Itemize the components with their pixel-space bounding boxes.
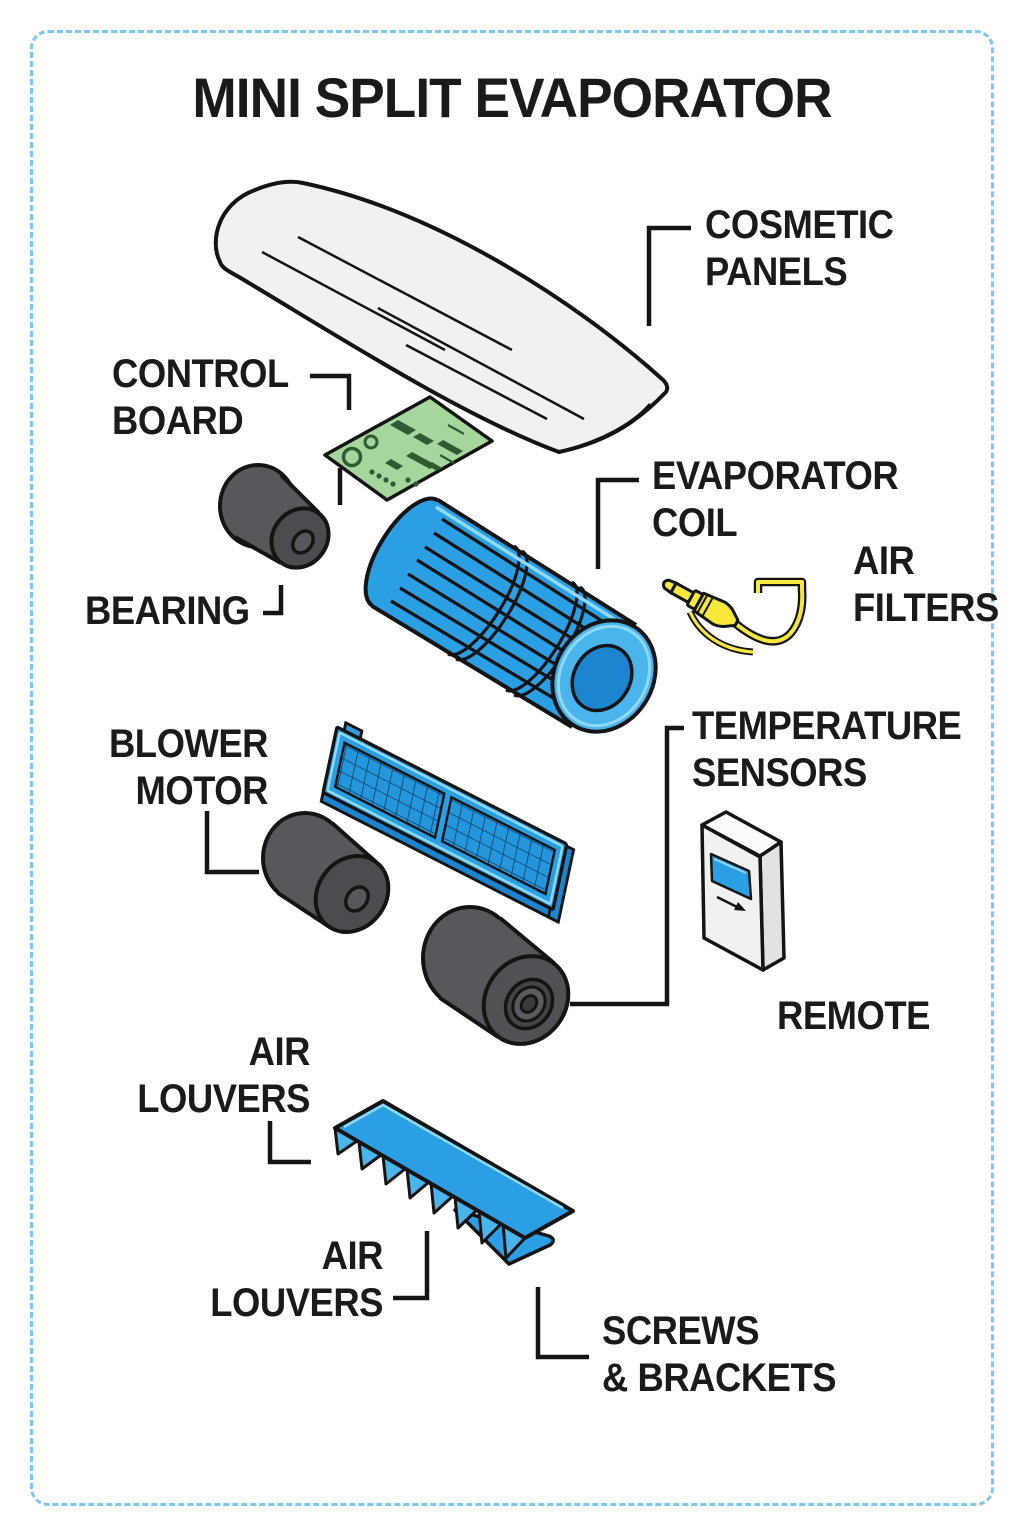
bearing-drawing bbox=[218, 463, 331, 570]
leader-lines bbox=[204, 225, 691, 1360]
leader-control-board bbox=[310, 373, 352, 410]
label-evaporator-coil: EVAPORATOR COIL bbox=[652, 454, 899, 545]
page-title: MINI SPLIT EVAPORATOR bbox=[192, 66, 832, 129]
leader-cosmetic-panels bbox=[646, 225, 691, 326]
leader-air-louvers-top bbox=[267, 1121, 311, 1165]
leader-bearing bbox=[263, 585, 284, 616]
label-cosmetic-panels: COSMETIC PANELS bbox=[705, 203, 894, 294]
label-bearing: BEARING bbox=[85, 589, 250, 633]
leader-screws-brackets bbox=[535, 1287, 589, 1360]
air-louver-drawing bbox=[333, 1099, 575, 1266]
leader-blower-motor bbox=[204, 811, 259, 875]
blower-motor-drawing bbox=[261, 811, 391, 934]
fan-motor-drawing bbox=[421, 905, 571, 1046]
label-air-louvers-top: AIR LOUVERS bbox=[137, 1030, 310, 1121]
label-control-board: CONTROL BOARD bbox=[112, 352, 289, 443]
label-air-filters: AIR FILTERS bbox=[853, 539, 999, 630]
remote-drawing bbox=[700, 810, 786, 972]
pcb-components bbox=[341, 420, 465, 487]
label-remote: REMOTE bbox=[777, 994, 930, 1038]
panel-streak-lines bbox=[261, 235, 585, 421]
leader-air-louvers-bottom bbox=[393, 1231, 430, 1301]
louver-top-blade bbox=[333, 1099, 575, 1240]
remote-arrow bbox=[734, 902, 746, 911]
temperature-sensor-probe-drawing bbox=[661, 577, 807, 656]
air-filter-drawing bbox=[319, 720, 576, 925]
label-air-louvers-bottom: AIR LOUVERS bbox=[210, 1234, 383, 1325]
label-screws-brackets: SCREWS & BRACKETS bbox=[602, 1309, 837, 1400]
control-board-drawing bbox=[323, 395, 494, 502]
leader-temperature-sensors bbox=[570, 725, 684, 1007]
cosmetic-panel-drawing bbox=[213, 179, 670, 454]
evaporator-coil-drawing bbox=[363, 496, 658, 734]
label-temperature-sensors: TEMPERATURE SENSORS bbox=[692, 704, 962, 795]
label-blower-motor: BLOWER MOTOR bbox=[108, 722, 268, 813]
remote-screen bbox=[709, 852, 753, 901]
leader-evaporator-coil bbox=[595, 477, 639, 569]
